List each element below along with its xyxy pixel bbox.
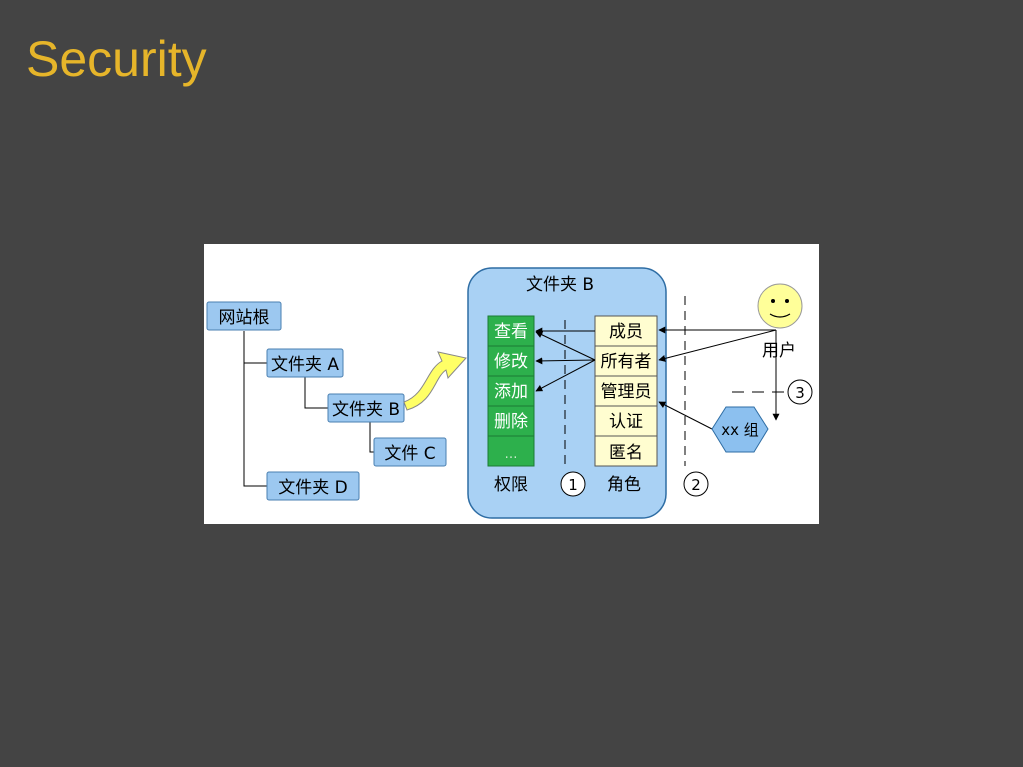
permission-item: 修改 [494,352,528,372]
tree-connectors [243,331,374,487]
tree-node-folder-a: 文件夹 A [266,348,344,378]
svg-text:3: 3 [795,384,805,402]
marker-3: 3 [787,379,813,405]
tree-folder-b-label: 文件夹 B [332,400,400,420]
group-label: xx 组 [721,421,759,439]
role-item: 认证 [609,412,643,432]
user-role-arrows [658,326,780,430]
tree-root-label: 网站根 [219,308,270,328]
permission-item: 添加 [494,382,528,402]
user-face-icon [757,283,803,329]
role-item: 管理员 [601,382,652,402]
permission-item: 删除 [494,412,528,432]
tree-folder-d-label: 文件夹 D [278,478,348,498]
group-hexagon-icon: xx 组 [711,406,769,453]
role-permission-arrows [535,327,596,392]
security-diagram: 网站根 文件夹 A 文件夹 B 文件 C 文件夹 D [204,244,819,524]
svg-text:2: 2 [691,476,701,494]
tree-node-folder-b: 文件夹 B [327,393,405,423]
tree-node-root: 网站根 [206,301,282,331]
diagram-canvas: 网站根 文件夹 A 文件夹 B 文件 C 文件夹 D [206,267,813,519]
role-item: 匿名 [609,443,643,463]
curved-arrow-icon [403,351,467,411]
panel-title: 文件夹 B [526,275,594,295]
role-item: 成员 [609,322,643,342]
slide-title: Security [26,31,207,87]
marker-1: 1 [560,471,586,497]
permission-item: … [505,447,518,462]
marker-2: 2 [683,471,709,497]
permission-column: 查看 修改 添加 删除 … [487,315,535,467]
tree-file-c-label: 文件 C [384,444,435,464]
permission-item: 查看 [494,322,528,342]
role-column: 成员 所有者 管理员 认证 匿名 [594,315,658,467]
tree-folder-a-label: 文件夹 A [271,355,339,375]
tree-node-folder-d: 文件夹 D [266,471,360,501]
user-label: 用户 [762,341,796,361]
tree-node-file-c: 文件 C [373,437,447,467]
role-item: 所有者 [601,352,652,372]
svg-text:1: 1 [568,476,578,494]
roles-label: 角色 [607,475,641,495]
permissions-label: 权限 [494,475,528,495]
